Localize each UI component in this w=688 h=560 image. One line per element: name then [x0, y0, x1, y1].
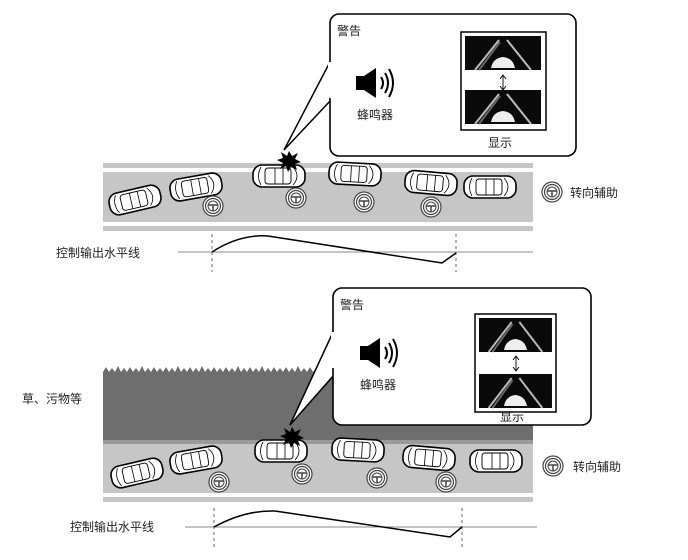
car	[403, 168, 459, 198]
alternate-arrow-icon	[499, 74, 507, 91]
car	[330, 436, 386, 464]
car	[469, 449, 523, 473]
legend-label: 转向辅助	[570, 186, 619, 200]
grass-label: 草、污物等	[22, 392, 83, 406]
buzzer-label: 蜂鸣器	[357, 108, 394, 122]
car	[252, 164, 306, 188]
display-screen	[464, 89, 542, 125]
car	[327, 160, 383, 188]
panel-2	[103, 287, 592, 548]
display-label: 显示	[488, 136, 513, 150]
control-line-label: 控制输出水平线	[56, 246, 141, 260]
lane-stripe-bottom	[103, 497, 533, 502]
steering-wheel-icon	[353, 191, 375, 213]
lane-stripe-top	[103, 163, 533, 168]
control-output-curve	[211, 235, 457, 264]
legend-label: 转向辅助	[573, 460, 622, 474]
steering-wheel-icon	[435, 471, 457, 493]
road	[103, 440, 533, 493]
car	[254, 439, 308, 463]
car	[463, 175, 517, 199]
legend-steering-wheel-icon	[542, 455, 564, 477]
callout-title: 警告	[337, 24, 362, 38]
steering-wheel-icon	[208, 471, 230, 493]
steering-wheel-icon	[202, 195, 224, 217]
panel-1	[103, 13, 577, 272]
steering-wheel-icon	[420, 196, 442, 218]
callout-title: 警告	[340, 298, 365, 312]
display-screen	[478, 373, 553, 409]
display-screen	[464, 35, 542, 71]
steering-wheel-icon	[285, 187, 307, 209]
steering-wheel-icon	[291, 463, 313, 485]
steering-wheel-icon	[366, 467, 388, 489]
alternate-arrow-icon	[512, 355, 520, 372]
control-output-curve	[213, 510, 463, 538]
control-line-label: 控制输出水平线	[70, 520, 155, 534]
lane-stripe-bottom	[103, 226, 533, 231]
display-label: 显示	[500, 410, 525, 424]
legend-steering-wheel-icon	[541, 181, 563, 203]
buzzer-label: 蜂鸣器	[360, 378, 397, 392]
display-screen	[478, 317, 553, 353]
car	[401, 443, 457, 473]
